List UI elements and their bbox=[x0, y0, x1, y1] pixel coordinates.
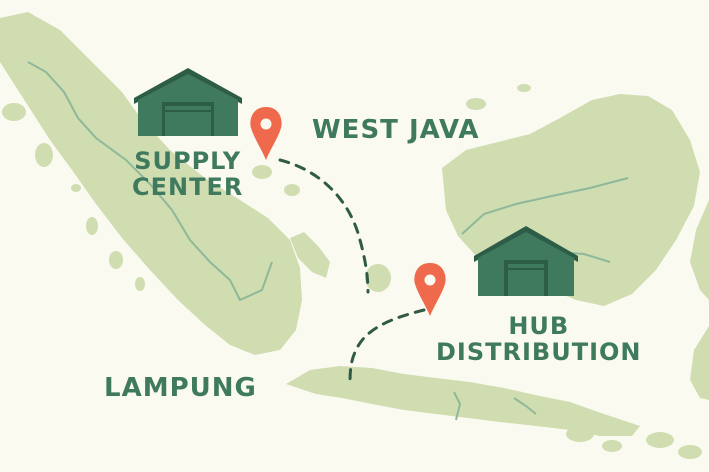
island bbox=[252, 165, 272, 179]
label-lampung: LAMPUNG bbox=[104, 373, 257, 403]
island bbox=[678, 445, 702, 459]
landmass-sulawesi bbox=[690, 200, 709, 300]
landmass-java bbox=[286, 366, 640, 436]
landmass-sulawesi-south bbox=[690, 326, 709, 400]
label-supply-center-line2: CENTER bbox=[132, 173, 244, 202]
island bbox=[2, 103, 26, 121]
label-hub-line1: HUB bbox=[508, 312, 570, 340]
island bbox=[109, 251, 123, 269]
label-west-java: WEST JAVA bbox=[312, 115, 480, 145]
route-south bbox=[348, 308, 426, 388]
island bbox=[517, 84, 531, 92]
island-belitung bbox=[365, 264, 391, 292]
river bbox=[27, 61, 273, 302]
route-north bbox=[278, 158, 370, 294]
island bbox=[566, 426, 594, 442]
landmass-sumatra bbox=[0, 12, 302, 355]
island bbox=[135, 277, 145, 291]
label-hub-distribution: HUB DISTRIBUTION bbox=[436, 313, 642, 366]
island bbox=[646, 432, 674, 448]
warehouse-icon bbox=[134, 68, 242, 136]
island bbox=[86, 217, 98, 235]
river bbox=[453, 391, 462, 421]
river bbox=[461, 177, 629, 235]
island bbox=[466, 98, 486, 110]
label-supply-center: SUPPLY CENTER bbox=[132, 148, 243, 201]
label-supply-center-line1: SUPPLY bbox=[134, 147, 242, 175]
island bbox=[35, 143, 53, 167]
island-bangka bbox=[290, 232, 330, 278]
river bbox=[513, 397, 537, 415]
island bbox=[284, 184, 300, 196]
location-pin-icon bbox=[414, 263, 446, 316]
label-hub-line2: DISTRIBUTION bbox=[436, 338, 642, 367]
island bbox=[71, 184, 81, 192]
location-pin-icon bbox=[250, 107, 282, 160]
island bbox=[602, 440, 622, 452]
